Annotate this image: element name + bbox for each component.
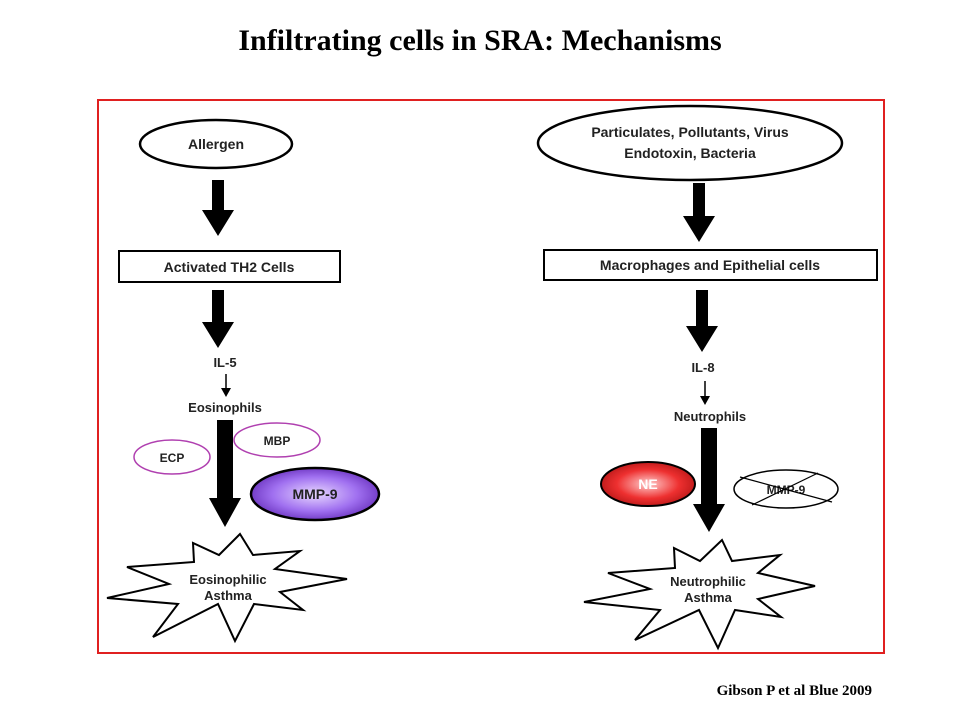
- macrophages-label: Macrophages and Epithelial cells: [600, 257, 820, 273]
- cross-out-line: [751, 472, 819, 506]
- allergen-label: Allergen: [188, 136, 244, 152]
- mbp-label: MBP: [264, 434, 291, 448]
- ecp-label: ECP: [160, 451, 185, 465]
- arrow-allergen-to-th2: [202, 180, 234, 236]
- mmp9-oval: MMP-9: [249, 466, 381, 522]
- mmp9-label: MMP-9: [292, 486, 337, 502]
- th2-cells-box: Activated TH2 Cells: [118, 250, 341, 283]
- neutrophilic-asthma-line1: Neutrophilic: [670, 574, 746, 589]
- arrow-triggers-to-macrophages: [683, 183, 715, 242]
- triggers-line2: Endotoxin, Bacteria: [624, 145, 756, 161]
- cross-out-line: [739, 476, 833, 503]
- ne-label: NE: [638, 476, 657, 492]
- il5-label: IL-5: [213, 355, 236, 370]
- arrow-eosinophils-to-asthma: [209, 420, 241, 527]
- ecp-oval: ECP: [133, 439, 211, 475]
- neutrophils-label: Neutrophils: [674, 409, 746, 424]
- mmp9-crossed-oval: MMP-9: [733, 469, 839, 509]
- macrophages-box: Macrophages and Epithelial cells: [543, 249, 878, 281]
- diagram-frame: [97, 99, 885, 654]
- neutrophilic-asthma-line2: Asthma: [684, 590, 732, 605]
- eosinophilic-asthma-line1: Eosinophilic: [189, 572, 266, 587]
- arrow-th2-to-il5: [202, 290, 234, 348]
- neutrophilic-asthma-burst: Neutrophilic Asthma: [583, 538, 816, 651]
- eosinophilic-asthma-burst: Eosinophilic Asthma: [106, 532, 348, 644]
- arrow-neutrophils-to-asthma: [693, 428, 725, 532]
- eosinophilic-asthma-line2: Asthma: [204, 588, 252, 603]
- arrow-il5-to-eosinophils: [221, 374, 231, 397]
- triggers-line1: Particulates, Pollutants, Virus: [591, 124, 789, 140]
- allergen-node: Allergen: [138, 118, 294, 170]
- ne-oval: NE: [600, 461, 696, 507]
- mbp-oval: MBP: [233, 422, 321, 458]
- arrow-macrophages-to-il8: [686, 290, 718, 352]
- arrow-il8-to-neutrophils: [700, 381, 710, 405]
- triggers-node: Particulates, Pollutants, Virus Endotoxi…: [536, 104, 844, 182]
- il8-label: IL-8: [691, 360, 714, 375]
- citation: Gibson P et al Blue 2009: [716, 683, 872, 699]
- slide-title: Infiltrating cells in SRA: Mechanisms: [238, 24, 722, 57]
- th2-cells-label: Activated TH2 Cells: [164, 259, 295, 275]
- eosinophils-label: Eosinophils: [188, 400, 262, 415]
